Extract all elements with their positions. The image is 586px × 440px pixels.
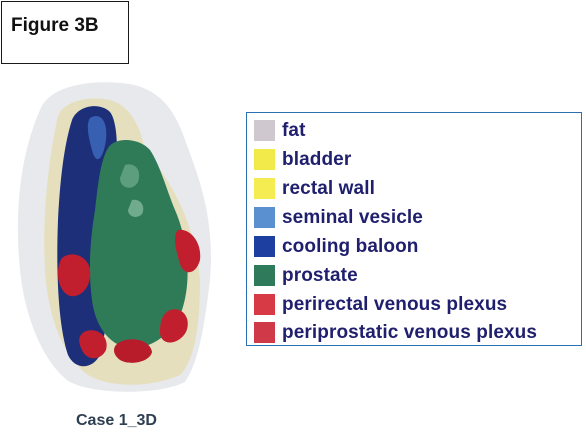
- swatch-perirectal-venous-plexus: [254, 294, 275, 315]
- legend-label: perirectal venous plexus: [282, 294, 507, 316]
- legend-item-fat: fat: [254, 117, 306, 144]
- legend-label: periprostatic venous plexus: [282, 322, 537, 344]
- swatch-rectal-wall: [254, 178, 275, 199]
- legend-label: fat: [282, 120, 306, 142]
- legend-label: cooling baloon: [282, 236, 419, 258]
- swatch-cooling-baloon: [254, 236, 275, 257]
- legend-label: seminal vesicle: [282, 207, 423, 229]
- legend-item-rectal-wall: rectal wall: [254, 175, 375, 202]
- legend-label: prostate: [282, 265, 358, 287]
- legend-item-seminal-vesicle: seminal vesicle: [254, 204, 423, 231]
- legend-item-prostate: prostate: [254, 262, 358, 289]
- swatch-periprostatic-venous-plexus: [254, 322, 275, 343]
- legend-item-perirectal-venous-plexus: perirectal venous plexus: [254, 291, 507, 318]
- legend-label: bladder: [282, 149, 351, 171]
- legend-label: rectal wall: [282, 178, 375, 200]
- caption: Case 1_3D: [76, 412, 157, 430]
- 3d-anatomy-render: [0, 70, 240, 400]
- swatch-fat: [254, 120, 275, 141]
- legend-item-periprostatic-venous-plexus: periprostatic venous plexus: [254, 319, 537, 346]
- legend-item-bladder: bladder: [254, 146, 351, 173]
- swatch-prostate: [254, 265, 275, 286]
- swatch-bladder: [254, 149, 275, 170]
- legend: fat bladder rectal wall seminal vesicle …: [246, 112, 582, 346]
- swatch-seminal-vesicle: [254, 207, 275, 228]
- legend-item-cooling-baloon: cooling baloon: [254, 233, 419, 260]
- figure-label: Figure 3B: [11, 15, 99, 37]
- figure-label-box: Figure 3B: [1, 1, 129, 64]
